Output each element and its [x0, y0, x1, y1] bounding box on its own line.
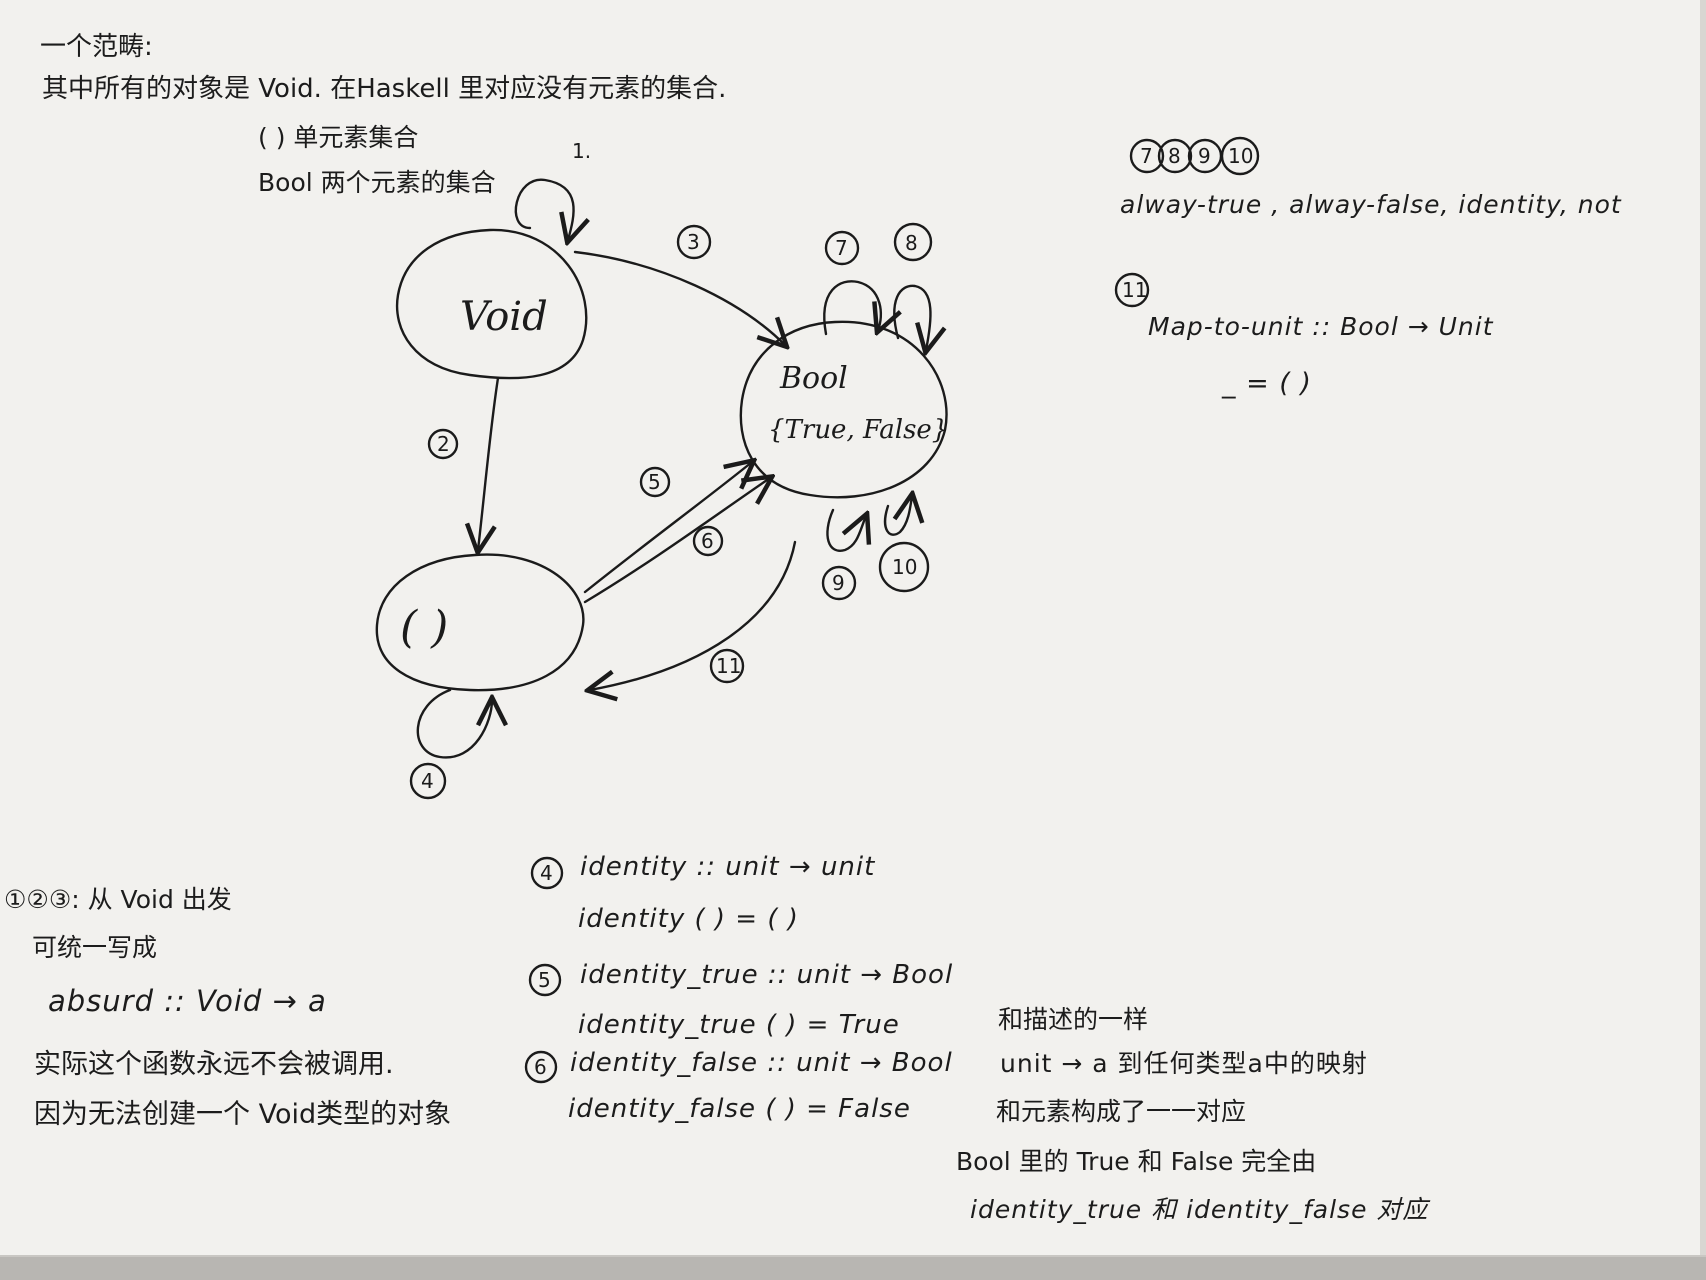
side-note-line5: identity_true 和 identity_false 对应 [970, 1195, 1429, 1224]
identity-true-definition: identity_true ( ) = True [578, 1010, 900, 1040]
paper-edge [1700, 0, 1706, 1255]
identity-false-definition: identity_false ( ) = False [568, 1094, 911, 1124]
header-title: 一个范畴: [40, 32, 153, 62]
void-notes-line4: 因为无法创建一个 Void类型的对象 [34, 1099, 452, 1130]
identity-true-signature: identity_true :: unit → Bool [580, 960, 954, 990]
header-line-bool: Bool 两个元素的集合 [258, 168, 496, 197]
functions-list: alway-true , alway-false, identity, not [1120, 190, 1622, 219]
void-notes-line1: 可统一写成 [32, 933, 158, 962]
side-note-line4: Bool 里的 True 和 False 完全由 [956, 1147, 1317, 1176]
header-line-unit: ( ) 单元素集合 [258, 123, 419, 152]
void-notes-line3: 实际这个函数永远不会被调用. [34, 1049, 394, 1080]
map-to-unit-definition: _ = ( ) [1222, 368, 1312, 399]
side-note-line2: unit → a 到任何类型a中的映射 [1000, 1049, 1368, 1078]
header-line-void: 其中所有的对象是 Void. 在Haskell 里对应没有元素的集合. [42, 74, 727, 104]
side-note-line3: 和元素构成了一一对应 [996, 1097, 1247, 1126]
absurd-signature: absurd :: Void → a [48, 984, 327, 1018]
identity-definition: identity ( ) = ( ) [578, 904, 799, 934]
identity-false-signature: identity_false :: unit → Bool [570, 1048, 953, 1078]
identity-signature: identity :: unit → unit [580, 852, 876, 882]
map-to-unit-signature: Map-to-unit :: Bool → Unit [1148, 312, 1494, 341]
void-notes-head: ①②③: 从 Void 出发 [4, 885, 232, 914]
side-note-line1: 和描述的一样 [998, 1005, 1149, 1034]
